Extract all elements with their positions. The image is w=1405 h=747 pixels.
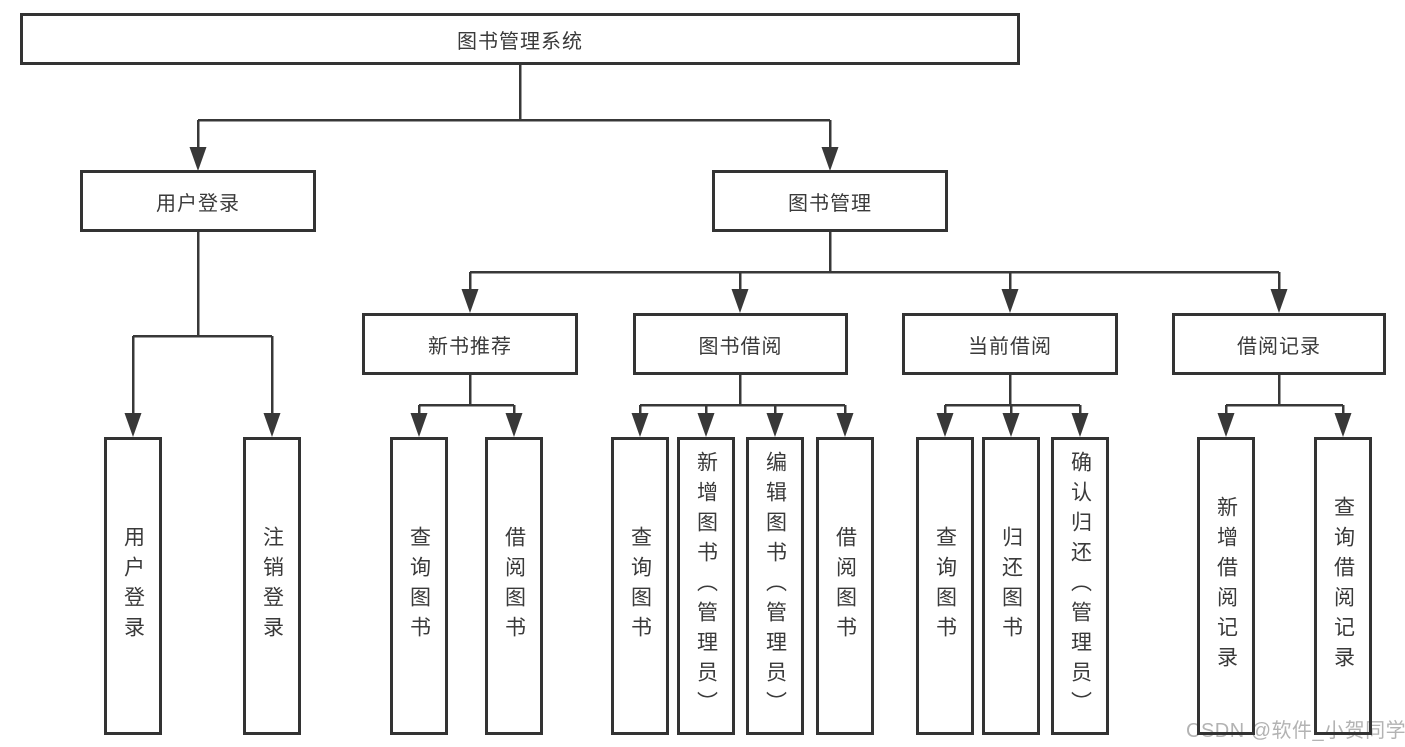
arrowhead-icon [263,413,281,437]
arrowhead-icon [836,413,854,437]
node-label: 图书管理 [788,192,872,215]
leaf-br-query-record: 查询借阅记录 [1314,437,1372,735]
leaf-bb-query-books: 查询图书 [611,437,669,735]
arrowhead-icon [1001,289,1019,313]
node-new-book-recommend: 新书推荐 [362,313,578,375]
node-label: 查询图书 [407,526,431,646]
node-label: 借阅记录 [1237,335,1321,358]
arrowhead-icon [1334,413,1352,437]
node-label: 查询图书 [628,526,652,646]
node-current-borrow: 当前借阅 [902,313,1118,375]
leaf-br-add-record: 新增借阅记录 [1197,437,1255,735]
leaf-cb-query-books: 查询图书 [916,437,974,735]
node-label: 注销登录 [260,526,284,646]
leaf-cb-confirm-return-admin: 确认归还（管理员） [1051,437,1109,735]
arrowhead-icon [936,413,954,437]
node-label: 新增借阅记录 [1214,496,1238,676]
node-label: 新增图书（管理员） [694,451,718,721]
arrowhead-icon [410,413,428,437]
node-label: 归还图书 [999,526,1023,646]
node-label: 借阅图书 [502,526,526,646]
leaf-user-login: 用户登录 [104,437,162,735]
arrowhead-icon [461,289,479,313]
node-label: 查询借阅记录 [1331,496,1355,676]
node-root: 图书管理系统 [20,13,1020,65]
arrowhead-icon [189,147,207,171]
arrowhead-icon [731,289,749,313]
node-user-login: 用户登录 [80,170,316,232]
node-book-borrow: 图书借阅 [633,313,848,375]
node-label: 图书借阅 [698,335,783,358]
node-label: 查询图书 [933,526,957,646]
leaf-logout: 注销登录 [243,437,301,735]
node-label: 用户登录 [156,192,240,215]
node-label: 编辑图书（管理员） [763,451,787,721]
arrowhead-icon [1217,413,1235,437]
leaf-bb-edit-books-admin: 编辑图书（管理员） [746,437,804,735]
node-label: 借阅图书 [833,526,857,646]
leaf-nbr-query-books: 查询图书 [390,437,448,735]
arrowhead-icon [631,413,649,437]
node-book-management: 图书管理 [712,170,948,232]
arrowhead-icon [697,413,715,437]
leaf-bb-borrow-books: 借阅图书 [816,437,874,735]
arrowhead-icon [1002,413,1020,437]
node-label: 图书管理系统 [457,30,583,53]
arrowhead-icon [1071,413,1089,437]
leaf-cb-return-books: 归还图书 [982,437,1040,735]
node-label: 用户登录 [121,526,145,646]
node-label: 当前借阅 [968,335,1052,358]
node-label: 新书推荐 [428,335,512,358]
arrowhead-icon [1270,289,1288,313]
arrowhead-icon [766,413,784,437]
leaf-bb-add-books-admin: 新增图书（管理员） [677,437,735,735]
arrowhead-icon [821,147,839,171]
node-borrow-records: 借阅记录 [1172,313,1386,375]
arrowhead-icon [124,413,142,437]
leaf-nbr-borrow-books: 借阅图书 [485,437,543,735]
arrowhead-icon [505,413,523,437]
watermark-text: CSDN @软件_小贺同学 [1186,720,1405,742]
node-label: 确认归还（管理员） [1068,451,1092,721]
